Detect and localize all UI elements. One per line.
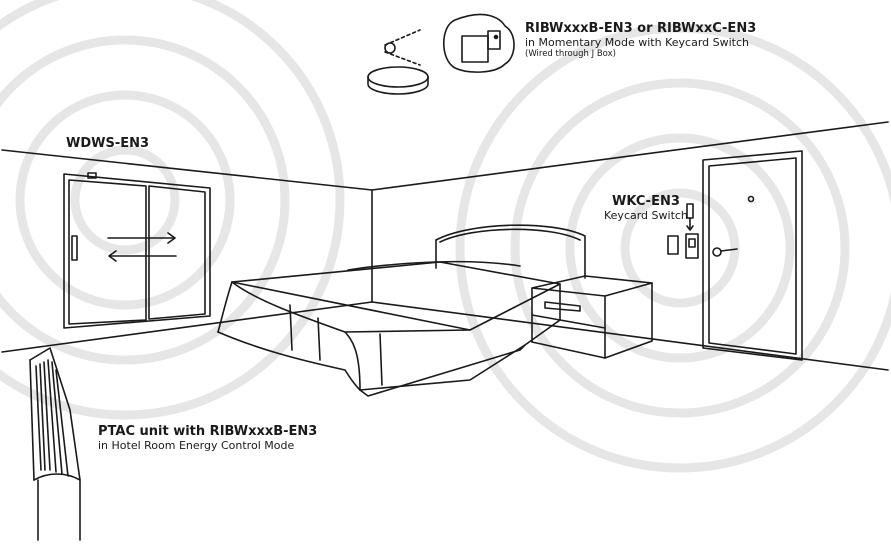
ptac-title: PTAC unit with RIBWxxxB-EN3 (98, 424, 318, 439)
ceiling-sensor-wiring: (Wired through J Box) (525, 48, 616, 59)
keycard-switch-label: WKC-EN3 Keycard Switch (604, 194, 688, 223)
nightstand (531, 275, 653, 359)
peephole-icon (747, 195, 755, 203)
ceiling-sensor-mode: in Momentary Mode with Keycard Switch (525, 35, 749, 49)
ceiling-sensor-label: RIBWxxxB-EN3 or RIBWxxC-EN3 in Momentary… (525, 21, 757, 59)
keycard-switch-title: WKC-EN3 (612, 194, 680, 209)
window-sensor-label: WDWS-EN3 (66, 136, 150, 152)
keycard-switch-icon (685, 233, 699, 259)
keycard-switch (667, 203, 699, 259)
ptac-mode: in Hotel Room Energy Control Mode (98, 438, 295, 452)
ptac-unit (29, 347, 81, 541)
ceiling-occupancy-sensor (367, 13, 515, 95)
signal-waves-keycard (455, 23, 891, 473)
room-walls (1, 121, 889, 371)
ptac-label: PTAC unit with RIBWxxxB-EN3 in Hotel Roo… (98, 424, 318, 453)
window-sensor-title: WDWS-EN3 (66, 136, 150, 151)
room-door (702, 150, 803, 361)
ceiling-sensor-title: RIBWxxxB-EN3 or RIBWxxC-EN3 (525, 21, 757, 36)
bed (217, 224, 586, 397)
door-handle-icon (712, 247, 722, 257)
keycard-switch-subtitle: Keycard Switch (604, 208, 688, 222)
window-sensor-icon (71, 235, 78, 261)
signal-waves-window (0, 0, 345, 420)
junction-box-icon (461, 35, 489, 63)
sliding-window-door (63, 172, 211, 329)
